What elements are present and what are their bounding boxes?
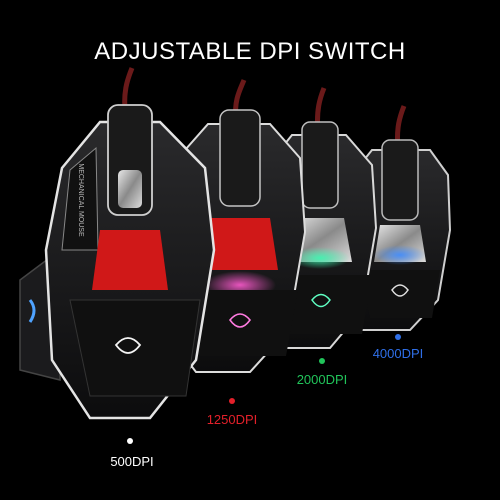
side-text: MECHANICAL MOUSE <box>77 163 84 237</box>
dpi-label-4000: 4000DPI <box>372 346 424 361</box>
eagle-logo-icon <box>391 284 409 297</box>
mouse-500dpi: MECHANICAL MOUSE <box>19 104 216 420</box>
dpi-label-2000: 2000DPI <box>296 372 348 387</box>
eagle-logo-icon <box>114 337 142 354</box>
mouse-4000dpi <box>334 139 452 331</box>
dpi-dot-500 <box>127 438 133 444</box>
dpi-label-1250: 1250DPI <box>206 412 258 427</box>
eagle-logo-icon <box>228 313 252 328</box>
dpi-label-500: 500DPI <box>110 454 154 469</box>
dpi-dot-2000 <box>319 358 325 364</box>
dpi-dot-4000 <box>395 334 401 340</box>
dpi-dot-1250 <box>229 398 235 404</box>
page-title: ADJUSTABLE DPI SWITCH <box>94 38 406 65</box>
eagle-logo-icon <box>311 293 331 308</box>
